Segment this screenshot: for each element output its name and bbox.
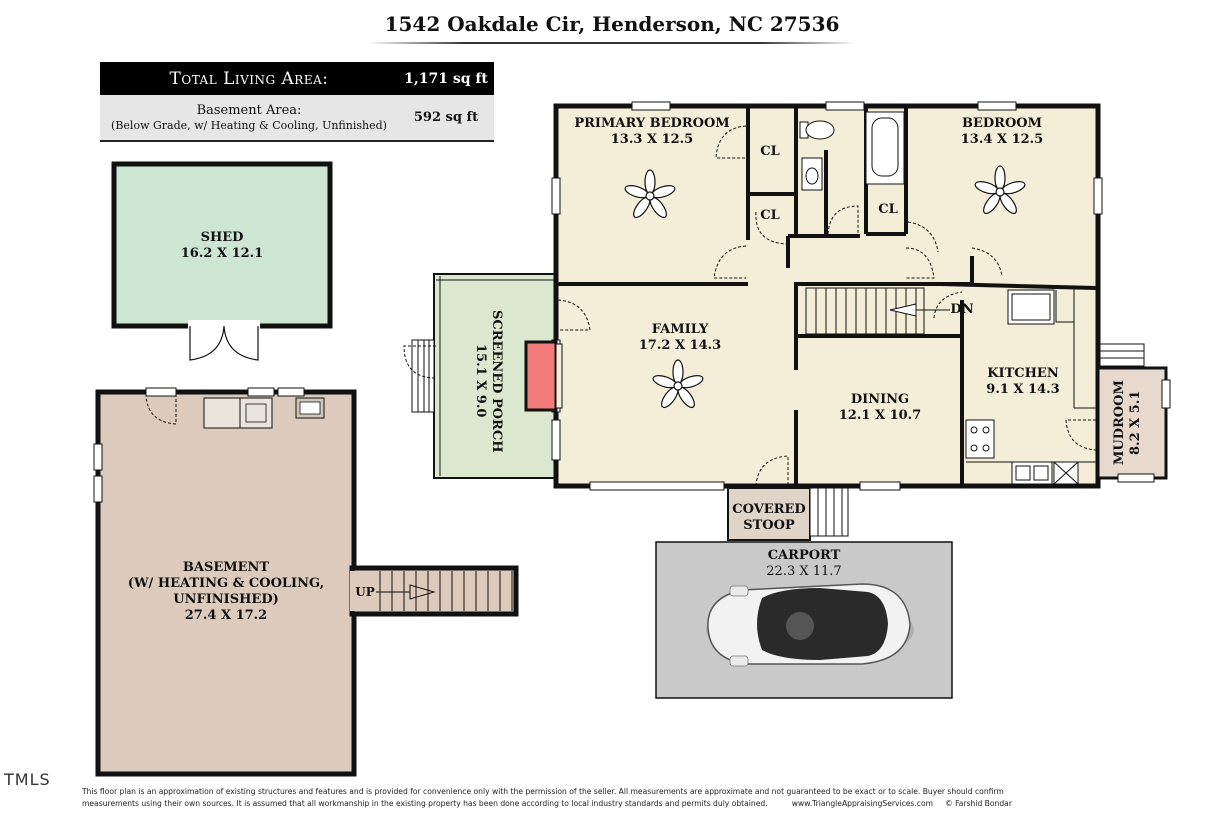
- primary-bedroom-label: PRIMARY BEDROOM 13.3 X 12.5: [556, 116, 748, 148]
- kitchen-fixtures: [965, 288, 1096, 485]
- covered-stoop-line1: COVERED: [732, 502, 806, 517]
- mudroom-name: MUDROOM: [1112, 380, 1127, 466]
- dining-name: DINING: [850, 392, 910, 407]
- carport-label: CARPORT 22.3 X 11.7: [656, 548, 952, 580]
- stoop-steps: [809, 487, 849, 537]
- basement-area-label: Basement Area:: [196, 102, 302, 118]
- page-title: 1542 Oakdale Cir, Henderson, NC 27536: [384, 12, 840, 36]
- basement-stair-arrow: [376, 584, 436, 600]
- bedroom-name: BEDROOM: [961, 116, 1042, 131]
- stairs-up-label: UP: [355, 585, 375, 599]
- disclaimer-line1: This floor plan is an approximation of e…: [82, 787, 1004, 796]
- copyright: © Farshid Bondar: [945, 799, 1012, 808]
- disclaimer: This floor plan is an approximation of e…: [82, 786, 1152, 810]
- website-link[interactable]: www.TriangleAppraisingServices.com: [791, 799, 934, 808]
- bathroom-fixtures: [799, 111, 905, 191]
- screened-porch-name: SCREENED PORCH: [489, 309, 504, 453]
- carport-name: CARPORT: [767, 548, 841, 563]
- ceiling-fan-icon: [652, 359, 704, 409]
- basement-line1: BASEMENT: [182, 560, 270, 575]
- title-underline: [368, 42, 856, 44]
- mudroom-dimensions: 8.2 X 5.1: [1128, 390, 1143, 456]
- ceiling-fan-icon: [974, 165, 1026, 215]
- utility-sink-basin: [299, 401, 321, 415]
- water-heater: [239, 397, 273, 429]
- mudroom-room: [1096, 366, 1168, 480]
- mudroom-window: [1117, 473, 1155, 483]
- stairs-down: [805, 287, 950, 335]
- bathroom-door-swing: [827, 205, 859, 235]
- ceiling-fan-icon: [624, 169, 676, 219]
- total-living-area-row: Total Living Area: 1,171 sq ft: [100, 62, 494, 95]
- kitchen-door-gap: [958, 288, 966, 300]
- basement-line3: UNFINISHED): [173, 592, 279, 607]
- basement-label: BASEMENT (W/ HEATING & COOLING, UNFINISH…: [100, 560, 352, 624]
- dining-dimensions: 12.1 X 10.7: [838, 408, 922, 423]
- screened-porch-label: SCREENED PORCH 15.1 X 9.0: [464, 296, 504, 466]
- family-name: FAMILY: [651, 322, 709, 337]
- basement-area-value: 592 sq ft: [413, 110, 479, 125]
- family-label: FAMILY 17.2 X 14.3: [610, 322, 750, 354]
- stairs-down-label: DN: [950, 302, 974, 317]
- bedroom-dimensions: 13.4 X 12.5: [960, 132, 1044, 147]
- closet-label: CL: [760, 144, 780, 159]
- basement-area-row: Basement Area: (Below Grade, w/ Heating …: [100, 95, 494, 142]
- shed-name: SHED: [200, 230, 244, 245]
- total-living-area-value: 1,171 sq ft: [404, 70, 488, 87]
- fireplace: [524, 340, 558, 412]
- basement-window: [145, 387, 177, 397]
- total-living-area-label: Total Living Area:: [169, 68, 329, 89]
- mls-logo: TMLS: [4, 770, 51, 789]
- stair-door-swing: [933, 291, 963, 319]
- furnace-unit: [203, 397, 241, 429]
- covered-stoop-line2: STOOP: [743, 518, 795, 533]
- mudroom-label: MUDROOM 8.2 X 5.1: [1112, 372, 1152, 474]
- basement-door-swing: [145, 394, 177, 425]
- mudroom-steps: [1099, 343, 1145, 367]
- basement-stair-mask: [350, 571, 356, 611]
- basement-window: [247, 387, 275, 397]
- basement-window: [93, 443, 103, 471]
- water-heater-inner: [245, 403, 267, 423]
- primary-bedroom-name: PRIMARY BEDROOM: [574, 116, 730, 131]
- basement-area-label-group: Basement Area: (Below Grade, w/ Heating …: [100, 103, 398, 133]
- covered-stoop-label: COVERED STOOP: [728, 502, 810, 534]
- primary-bedroom-dimensions: 13.3 X 12.5: [610, 132, 694, 147]
- door-swings: [557, 125, 1003, 487]
- closet-label: CL: [760, 208, 780, 223]
- screened-porch-dimensions: 15.1 X 9.0: [473, 344, 488, 418]
- bedroom-label: BEDROOM 13.4 X 12.5: [906, 116, 1098, 148]
- kitchen-label: KITCHEN 9.1 X 14.3: [976, 366, 1070, 398]
- mudroom-door-swing: [1065, 419, 1097, 451]
- porch-door-swing: [403, 345, 437, 379]
- basement-room: [95, 389, 357, 777]
- disclaimer-line2-row: measurements using their own sources. It…: [82, 798, 1152, 810]
- basement-window: [277, 387, 305, 397]
- covered-stoop: [727, 487, 811, 541]
- basement-area-sublabel: (Below Grade, w/ Heating & Cooling, Unfi…: [111, 118, 387, 132]
- kitchen-dimensions: 9.1 X 14.3: [986, 382, 1060, 397]
- shed-double-door: [189, 325, 259, 361]
- closet-label: CL: [878, 202, 898, 217]
- disclaimer-line2: measurements using their own sources. It…: [82, 799, 768, 808]
- basement-stair-treads: [379, 571, 513, 611]
- shed-label: SHED 16.2 X 12.1: [114, 230, 330, 262]
- mudroom-window: [1161, 379, 1171, 409]
- basement-line2: (W/ HEATING & COOLING,: [127, 576, 325, 591]
- area-summary: Total Living Area: 1,171 sq ft Basement …: [100, 62, 494, 142]
- kitchen-name: KITCHEN: [987, 366, 1059, 381]
- shed-door-gap: [188, 320, 260, 330]
- interior-walls: [554, 108, 1097, 486]
- dining-label: DINING 12.1 X 10.7: [820, 392, 940, 424]
- basement-dimensions: 27.4 X 17.2: [184, 608, 268, 623]
- fireplace-hearth: [555, 343, 563, 409]
- carport-dimensions: 22.3 X 11.7: [766, 564, 842, 579]
- basement-window: [93, 475, 103, 503]
- shed-dimensions: 16.2 X 12.1: [180, 246, 264, 261]
- family-dimensions: 17.2 X 14.3: [638, 338, 722, 353]
- shed-room: [111, 161, 333, 329]
- car-illustration: [706, 583, 914, 667]
